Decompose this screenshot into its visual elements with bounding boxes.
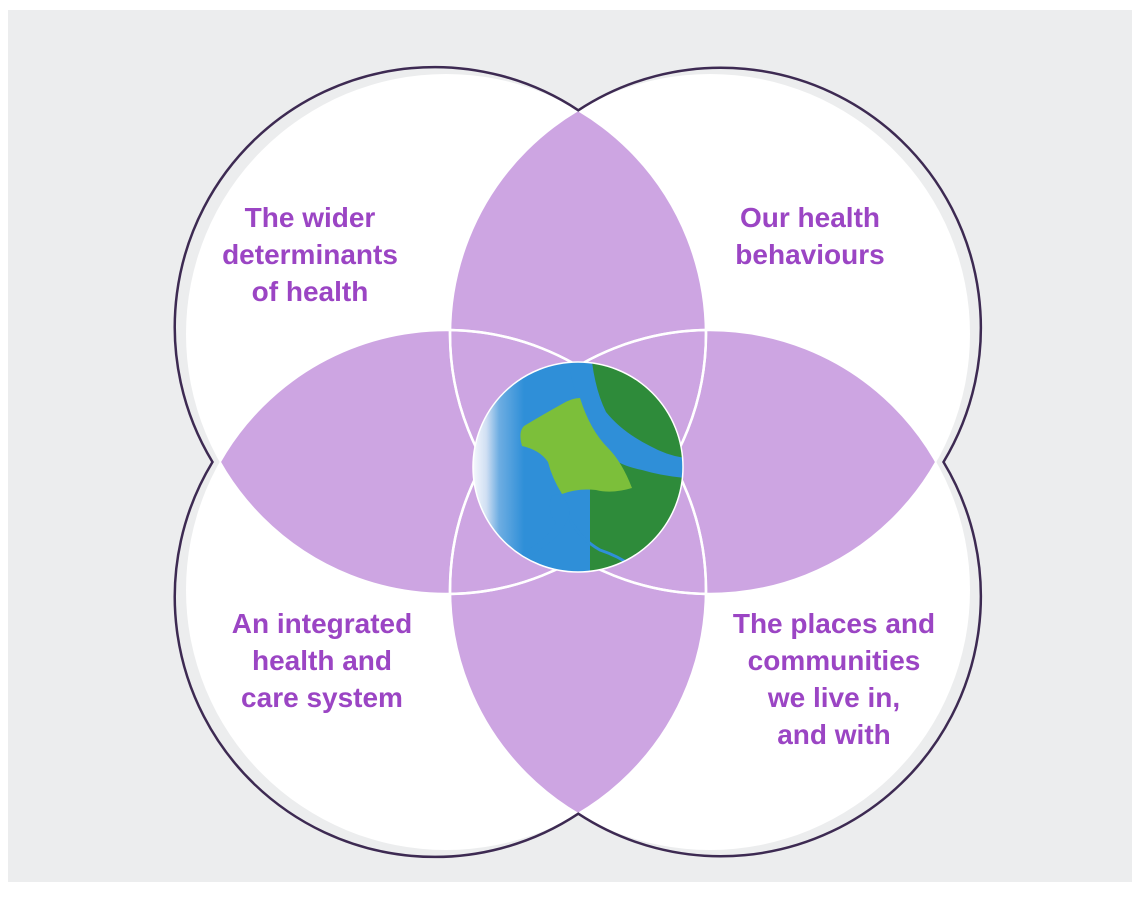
diagram-outline [173,65,983,859]
label-health-behaviours: Our health behaviours [735,202,885,270]
globe-map-icon [472,361,684,573]
label-places-communities: The places and communities we live in, a… [732,608,936,750]
inner-seams [186,74,970,850]
label-integrated-care: An integrated health and care system [231,608,413,713]
label-wider-determinants: The wider determinants of health [222,202,398,307]
